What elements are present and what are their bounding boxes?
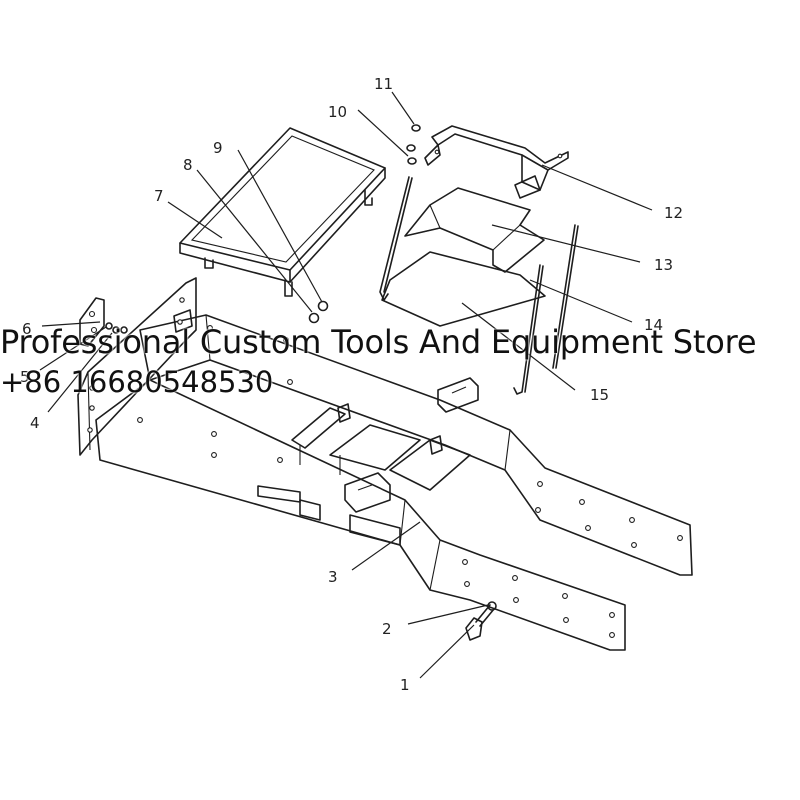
- chassis-frame: [77, 277, 693, 651]
- callout-14: 14: [644, 316, 663, 334]
- bolt-and-nut: [465, 601, 497, 641]
- watermark-store-name: Professional Custom Tools And Equipment …: [0, 323, 757, 361]
- callout-7: 7: [154, 187, 164, 205]
- leader-lines: [39, 91, 653, 679]
- callout-11: 11: [374, 75, 393, 93]
- battery-tray: [179, 127, 386, 297]
- callout-4: 4: [30, 414, 40, 432]
- watermark-phone: +86 16680548530: [0, 365, 274, 399]
- callout-8: 8: [183, 156, 193, 174]
- clamp-bar: [424, 125, 569, 199]
- callout-2: 2: [382, 620, 392, 638]
- callout-labels: 1 2 3 4 5 6 7 8 9 10 11 12 13 14 15: [20, 75, 683, 694]
- callout-12: 12: [664, 204, 683, 222]
- callout-1: 1: [400, 676, 410, 694]
- base-plate: [381, 251, 546, 327]
- j-bolts: [379, 176, 579, 395]
- callout-10: 10: [328, 103, 347, 121]
- callout-9: 9: [213, 139, 223, 157]
- callout-15: 15: [590, 386, 609, 404]
- callout-6: 6: [22, 320, 32, 338]
- callout-13: 13: [654, 256, 673, 274]
- battery-cover: [404, 187, 545, 273]
- callout-3: 3: [328, 568, 338, 586]
- callout-5: 5: [20, 368, 30, 386]
- hold-down-hardware: [308, 124, 421, 324]
